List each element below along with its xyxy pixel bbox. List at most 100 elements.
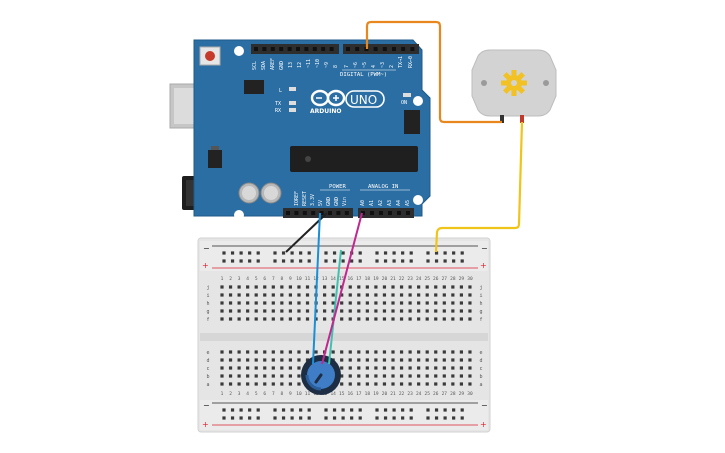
breadboard-hole[interactable] <box>348 285 352 289</box>
breadboard-hole[interactable] <box>220 285 224 289</box>
rail-hole[interactable] <box>375 259 379 263</box>
breadboard-hole[interactable] <box>323 309 327 313</box>
breadboard-hole[interactable] <box>382 301 387 305</box>
breadboard-hole[interactable] <box>220 382 224 386</box>
breadboard-hole[interactable] <box>228 285 233 289</box>
breadboard-hole[interactable] <box>417 350 421 354</box>
breadboard-hole[interactable] <box>459 293 463 297</box>
breadboard-hole[interactable] <box>391 285 395 289</box>
breadboard-hole[interactable] <box>254 309 258 313</box>
breadboard-hole[interactable] <box>228 358 233 362</box>
header-pin[interactable] <box>329 47 334 51</box>
breadboard-hole[interactable] <box>434 293 438 297</box>
header-pin[interactable] <box>254 47 258 51</box>
breadboard-hole[interactable] <box>340 374 344 378</box>
breadboard-hole[interactable] <box>391 301 395 305</box>
breadboard-hole[interactable] <box>459 317 463 321</box>
breadboard-hole[interactable] <box>468 285 472 289</box>
breadboard-hole[interactable] <box>417 358 421 362</box>
breadboard-hole[interactable] <box>399 350 404 354</box>
breadboard-hole[interactable] <box>323 317 327 321</box>
rail-hole[interactable] <box>230 259 235 263</box>
breadboard-hole[interactable] <box>399 293 404 297</box>
rail-hole[interactable] <box>290 416 294 420</box>
breadboard-hole[interactable] <box>408 358 412 362</box>
breadboard-hole[interactable] <box>417 366 421 370</box>
breadboard-hole[interactable] <box>451 350 455 354</box>
breadboard-hole[interactable] <box>246 366 250 370</box>
breadboard-hole[interactable] <box>288 358 292 362</box>
breadboard-hole[interactable] <box>323 293 327 297</box>
breadboard-hole[interactable] <box>340 358 344 362</box>
breadboard-hole[interactable] <box>425 366 429 370</box>
breadboard-hole[interactable] <box>288 374 292 378</box>
wire-blue[interactable] <box>312 212 321 365</box>
breadboard-hole[interactable] <box>323 301 327 305</box>
breadboard-hole[interactable] <box>425 293 429 297</box>
breadboard-hole[interactable] <box>348 366 352 370</box>
breadboard-hole[interactable] <box>237 374 241 378</box>
breadboard-hole[interactable] <box>468 301 472 305</box>
rail-hole[interactable] <box>307 416 311 420</box>
breadboard-hole[interactable] <box>228 374 233 378</box>
breadboard-hole[interactable] <box>263 285 267 289</box>
breadboard-hole[interactable] <box>348 382 352 386</box>
rail-hole[interactable] <box>443 416 447 420</box>
breadboard-hole[interactable] <box>365 293 369 297</box>
rail-hole[interactable] <box>222 416 226 420</box>
rail-hole[interactable] <box>324 408 328 412</box>
rail-hole[interactable] <box>290 251 294 255</box>
breadboard-hole[interactable] <box>254 358 258 362</box>
breadboard-hole[interactable] <box>468 317 472 321</box>
header-pin[interactable] <box>392 47 396 51</box>
header-pin[interactable] <box>344 211 349 215</box>
rail-hole[interactable] <box>383 408 388 412</box>
header-pin[interactable] <box>361 211 365 215</box>
breadboard-hole[interactable] <box>391 317 395 321</box>
breadboard-hole[interactable] <box>297 374 301 378</box>
rail-hole[interactable] <box>281 416 286 420</box>
breadboard-hole[interactable] <box>228 350 233 354</box>
rail-hole[interactable] <box>299 251 303 255</box>
breadboard-hole[interactable] <box>357 309 361 313</box>
header-pin[interactable] <box>311 211 316 215</box>
breadboard-hole[interactable] <box>451 358 455 362</box>
breadboard-hole[interactable] <box>374 317 378 321</box>
breadboard-hole[interactable] <box>425 382 429 386</box>
rail-hole[interactable] <box>273 408 277 412</box>
header-pin[interactable] <box>379 211 383 215</box>
header-pin[interactable] <box>346 47 350 51</box>
breadboard-hole[interactable] <box>382 374 387 378</box>
rail-hole[interactable] <box>332 416 337 420</box>
breadboard-hole[interactable] <box>331 301 335 305</box>
rail-hole[interactable] <box>375 251 379 255</box>
breadboard-hole[interactable] <box>237 382 241 386</box>
header-pin[interactable] <box>287 47 292 51</box>
header-pin[interactable] <box>373 47 378 51</box>
breadboard-hole[interactable] <box>417 374 421 378</box>
rail-hole[interactable] <box>426 416 430 420</box>
breadboard-hole[interactable] <box>348 293 352 297</box>
breadboard-hole[interactable] <box>451 301 455 305</box>
breadboard-hole[interactable] <box>280 366 284 370</box>
breadboard-hole[interactable] <box>271 350 275 354</box>
rail-hole[interactable] <box>383 416 388 420</box>
breadboard-hole[interactable] <box>348 358 352 362</box>
breadboard-hole[interactable] <box>365 301 369 305</box>
breadboard-hole[interactable] <box>271 358 275 362</box>
breadboard-hole[interactable] <box>357 382 361 386</box>
breadboard-hole[interactable] <box>297 301 301 305</box>
rail-hole[interactable] <box>426 259 430 263</box>
rail-hole[interactable] <box>281 408 286 412</box>
breadboard-hole[interactable] <box>228 366 233 370</box>
breadboard-hole[interactable] <box>228 382 233 386</box>
breadboard-hole[interactable] <box>408 382 412 386</box>
breadboard-hole[interactable] <box>442 382 446 386</box>
breadboard-hole[interactable] <box>263 374 267 378</box>
breadboard-hole[interactable] <box>297 317 301 321</box>
breadboard-hole[interactable] <box>220 366 224 370</box>
rail-hole[interactable] <box>452 408 456 412</box>
breadboard-hole[interactable] <box>442 309 446 313</box>
breadboard-hole[interactable] <box>340 350 344 354</box>
arduino-uno-board[interactable]: L TX RX ON UNO ARDUINO DIGITAL (PWM~) 13… <box>169 39 431 220</box>
